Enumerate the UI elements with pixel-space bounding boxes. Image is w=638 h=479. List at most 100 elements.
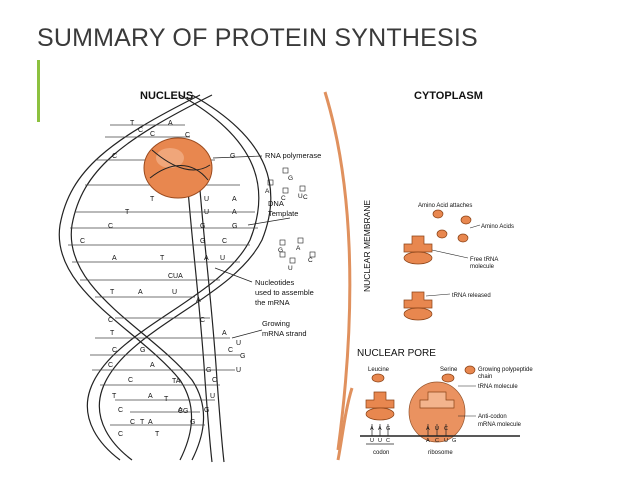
dna-base: U	[172, 289, 177, 296]
trna-released-label: tRNA released	[452, 293, 491, 299]
ribosome-label: ribosome	[428, 450, 453, 456]
codon-letter: C	[386, 438, 390, 444]
ribosome-icon	[408, 381, 466, 443]
amino-acid-icon	[460, 215, 472, 225]
dna-base: C	[200, 317, 205, 324]
nucleotides-label: Nucleotides	[255, 278, 294, 287]
nucleotide-letter: U	[298, 193, 303, 200]
dna-template-label: Template	[268, 209, 298, 218]
growing-mrna-label: mRNA strand	[262, 329, 307, 338]
dna-base: G	[240, 353, 245, 360]
nucleotide-letter: A	[296, 245, 301, 252]
dna-base: U	[236, 340, 241, 347]
rna-polymerase-label: RNA polymerase	[265, 151, 321, 160]
amino-acid-icon	[457, 233, 469, 243]
amino-acids-label: Amino Acids	[481, 224, 514, 230]
free-trna-icon	[403, 235, 433, 265]
dna-base: A	[204, 255, 209, 262]
dna-base: C	[185, 132, 190, 139]
dna-base: U	[210, 393, 215, 400]
dna-base: G	[140, 347, 145, 354]
dna-base: T	[110, 289, 115, 296]
nucleotide-letter: G	[288, 175, 293, 182]
dna-base: T	[110, 330, 115, 337]
dna-base: C	[222, 238, 227, 245]
floating-nucleotides	[267, 167, 316, 264]
dna-helix	[58, 94, 272, 463]
codon-letter: U	[444, 438, 448, 444]
dna-base: A	[138, 289, 143, 296]
codon-label: codon	[373, 450, 389, 456]
dna-base: C	[108, 317, 113, 324]
dna-base: C	[138, 127, 143, 134]
dna-base: A	[196, 297, 201, 304]
dna-base: C	[212, 377, 217, 384]
dna-base: C	[108, 362, 113, 369]
codon-letter: G	[386, 426, 390, 432]
nucleotide-letter: C	[281, 195, 286, 202]
dna-base: G	[200, 223, 205, 230]
nucleotide-letter: C	[303, 194, 308, 201]
trna-on-ribosome-icon	[365, 391, 395, 421]
mrna-molecule-label: mRNA molecule	[478, 422, 522, 428]
dna-base-letters: T A C C TA C G CG T U A T U A C G G C G …	[80, 120, 245, 438]
codon-letter: A	[426, 438, 430, 444]
codon-letter: C	[444, 426, 448, 432]
codon-letter: U	[435, 426, 439, 432]
anticodon-label: Anti-codon	[478, 414, 507, 420]
dna-base: T	[155, 431, 160, 438]
dna-base: CUA	[168, 273, 183, 280]
polypeptide-label: Growing polypeptide	[478, 367, 533, 373]
codon-letter: U	[370, 438, 374, 444]
dna-base: A	[232, 209, 237, 216]
nuclear-membrane-label: NUCLEAR MEMBRANE	[362, 200, 372, 292]
nuclear-pore-edge	[336, 387, 354, 461]
dna-base: C	[80, 238, 85, 245]
dna-base: C	[112, 347, 117, 354]
dna-base: A	[150, 362, 155, 369]
rna-polymerase-icon	[143, 137, 213, 199]
dna-base: C	[118, 431, 123, 438]
leucine-label: Leucine	[368, 367, 390, 373]
nuclear-membrane	[323, 91, 352, 451]
dna-base: A	[222, 330, 227, 337]
dna-base: T	[164, 396, 169, 403]
dna-base: T	[112, 393, 117, 400]
dna-base: U	[204, 196, 209, 203]
nucleotide-letter: C	[308, 257, 313, 264]
dna-base: G	[204, 407, 209, 414]
dna-base: G	[190, 419, 195, 426]
growing-mrna-label: Growing	[262, 319, 290, 328]
dna-base: G	[206, 367, 211, 374]
dna-base: A	[148, 419, 153, 426]
dna-base: A	[178, 407, 183, 414]
codon-letter: C	[435, 438, 439, 444]
title-accent-bar	[37, 60, 40, 122]
codon-letter: A	[378, 426, 382, 432]
nuclear-pore-label: NUCLEAR PORE	[357, 348, 436, 359]
amino-acid-icon	[432, 209, 444, 219]
dna-base: G	[232, 223, 237, 230]
dna-template-label: DNA	[268, 199, 284, 208]
dna-base: T	[160, 255, 165, 262]
codon-letter: A	[370, 426, 374, 432]
cytoplasm-header: CYTOPLASM	[414, 90, 483, 102]
polypeptide-icon	[464, 365, 476, 375]
dna-base: G	[230, 153, 235, 160]
trna-molecule-label: tRNA molecule	[478, 384, 518, 390]
dna-base: U	[236, 367, 241, 374]
free-trna-label: Free tRNA	[470, 257, 498, 263]
dna-base: G	[200, 238, 205, 245]
released-trna-icon	[403, 291, 433, 321]
codon-letter: A	[426, 426, 430, 432]
dna-base: C	[150, 131, 155, 138]
codon-marks	[366, 424, 447, 445]
dna-base: A	[148, 393, 153, 400]
dna-base: C	[108, 223, 113, 230]
serine-label: Serine	[440, 367, 458, 373]
nucleus-header: NUCLEUS	[140, 90, 193, 102]
dna-base: A	[168, 120, 173, 127]
dna-base: C	[118, 407, 123, 414]
nucleotide-letter: G	[278, 247, 283, 254]
